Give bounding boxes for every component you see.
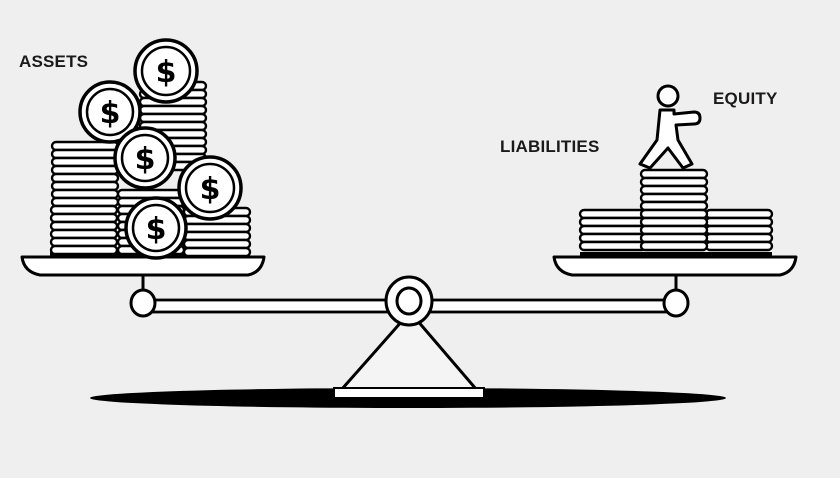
dollar-coin-icon: $ (177, 155, 243, 221)
svg-text:$: $ (100, 96, 121, 131)
svg-text:$: $ (200, 172, 221, 207)
dollar-coin-icon: $ (133, 38, 199, 104)
person-icon (638, 84, 702, 170)
dollar-coin-icon: $ (113, 126, 177, 190)
dollar-coin-icon: $ (78, 80, 142, 144)
fulcrum (333, 310, 485, 399)
liabilities-label: LIABILITIES (500, 137, 600, 156)
scale-beam (129, 275, 690, 327)
equity-label: EQUITY (713, 89, 778, 108)
svg-text:$: $ (146, 212, 167, 247)
right-pan (552, 252, 798, 277)
assets-label: ASSETS (19, 52, 89, 71)
left-coin-stack-1 (49, 140, 120, 256)
right-coin-stack-right (704, 208, 774, 252)
svg-text:$: $ (156, 55, 177, 90)
right-coin-stack-center (639, 168, 709, 252)
svg-text:$: $ (135, 142, 156, 177)
right-coin-stack-left (578, 208, 648, 252)
dollar-coin-icon: $ (124, 196, 188, 260)
